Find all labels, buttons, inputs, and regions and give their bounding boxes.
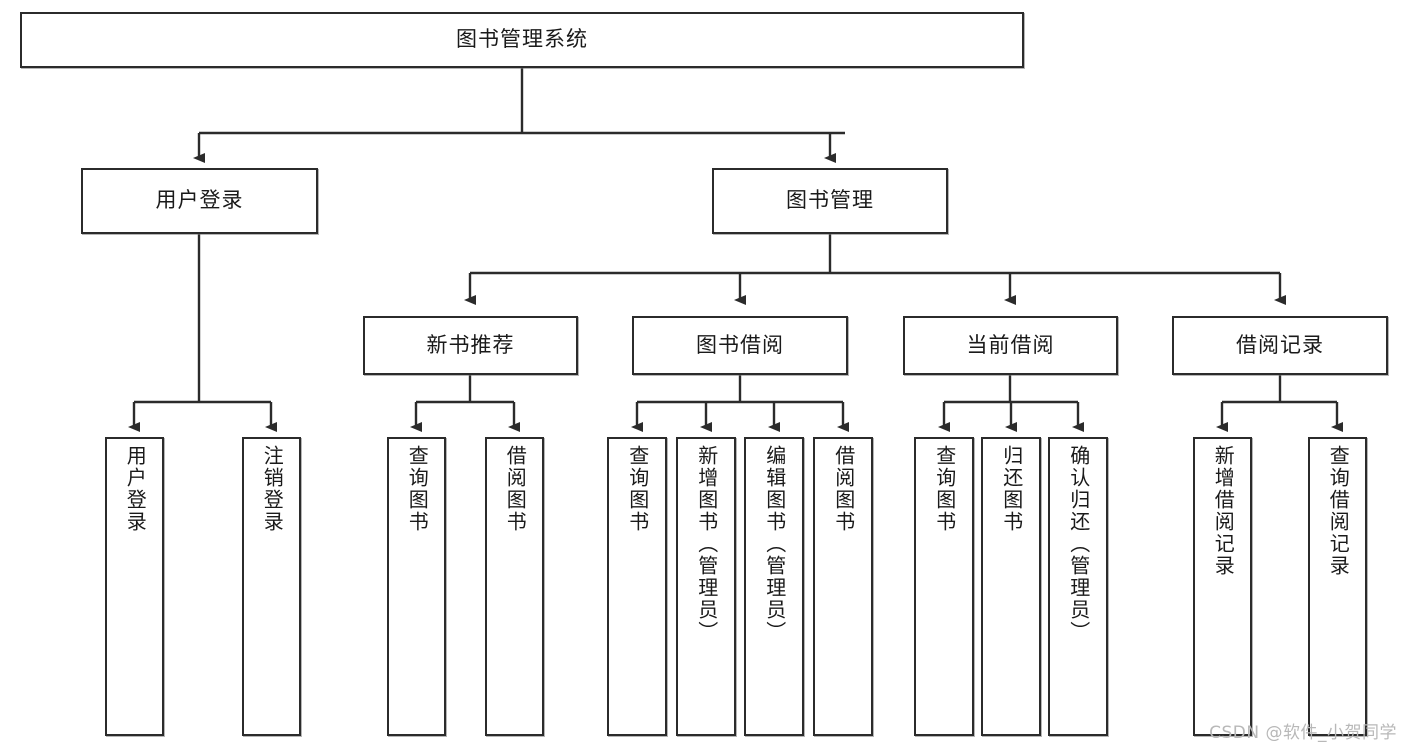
- leaf-bb-query-book[interactable]: 查询图书: [607, 437, 667, 736]
- leaf-nb-borrow-book[interactable]: 借阅图书: [485, 437, 544, 736]
- leaf-label: 借阅图书: [503, 445, 528, 533]
- leaf-bb-edit-book[interactable]: 编辑图书（管理员）: [744, 437, 804, 736]
- leaf-label: 编辑图书（管理员）: [762, 445, 787, 643]
- node-user-login[interactable]: 用户登录: [81, 168, 318, 234]
- leaf-label: 确认归还（管理员）: [1066, 445, 1091, 643]
- leaf-label: 注销登录: [260, 445, 285, 533]
- leaf-label: 查询图书: [625, 445, 650, 533]
- csdn-watermark: CSDN @软件_小贺同学: [1209, 723, 1397, 743]
- leaf-logout[interactable]: 注销登录: [242, 437, 301, 736]
- leaf-label: 查询图书: [405, 445, 430, 533]
- leaf-label: 用户登录: [123, 445, 148, 533]
- leaf-bb-borrow-book[interactable]: 借阅图书: [813, 437, 873, 736]
- node-book-management[interactable]: 图书管理: [712, 168, 948, 234]
- leaf-br-query-record[interactable]: 查询借阅记录: [1308, 437, 1367, 736]
- leaf-label: 查询图书: [932, 445, 957, 533]
- leaf-cb-query-book[interactable]: 查询图书: [914, 437, 974, 736]
- leaf-br-add-record[interactable]: 新增借阅记录: [1193, 437, 1252, 736]
- node-borrow-record[interactable]: 借阅记录: [1172, 316, 1388, 375]
- leaf-label: 借阅图书: [831, 445, 856, 533]
- leaf-label: 新增借阅记录: [1211, 445, 1236, 577]
- node-book-borrow[interactable]: 图书借阅: [632, 316, 848, 375]
- node-new-book-recommend[interactable]: 新书推荐: [363, 316, 578, 375]
- leaf-cb-return-book[interactable]: 归还图书: [981, 437, 1041, 736]
- node-current-borrow[interactable]: 当前借阅: [903, 316, 1118, 375]
- leaf-label: 归还图书: [999, 445, 1024, 533]
- leaf-bb-add-book[interactable]: 新增图书（管理员）: [676, 437, 736, 736]
- leaf-nb-query-book[interactable]: 查询图书: [387, 437, 446, 736]
- leaf-cb-confirm-return[interactable]: 确认归还（管理员）: [1048, 437, 1108, 736]
- leaf-label: 查询借阅记录: [1326, 445, 1351, 577]
- node-root-system[interactable]: 图书管理系统: [20, 12, 1024, 68]
- leaf-label: 新增图书（管理员）: [694, 445, 719, 643]
- leaf-user-login[interactable]: 用户登录: [105, 437, 164, 736]
